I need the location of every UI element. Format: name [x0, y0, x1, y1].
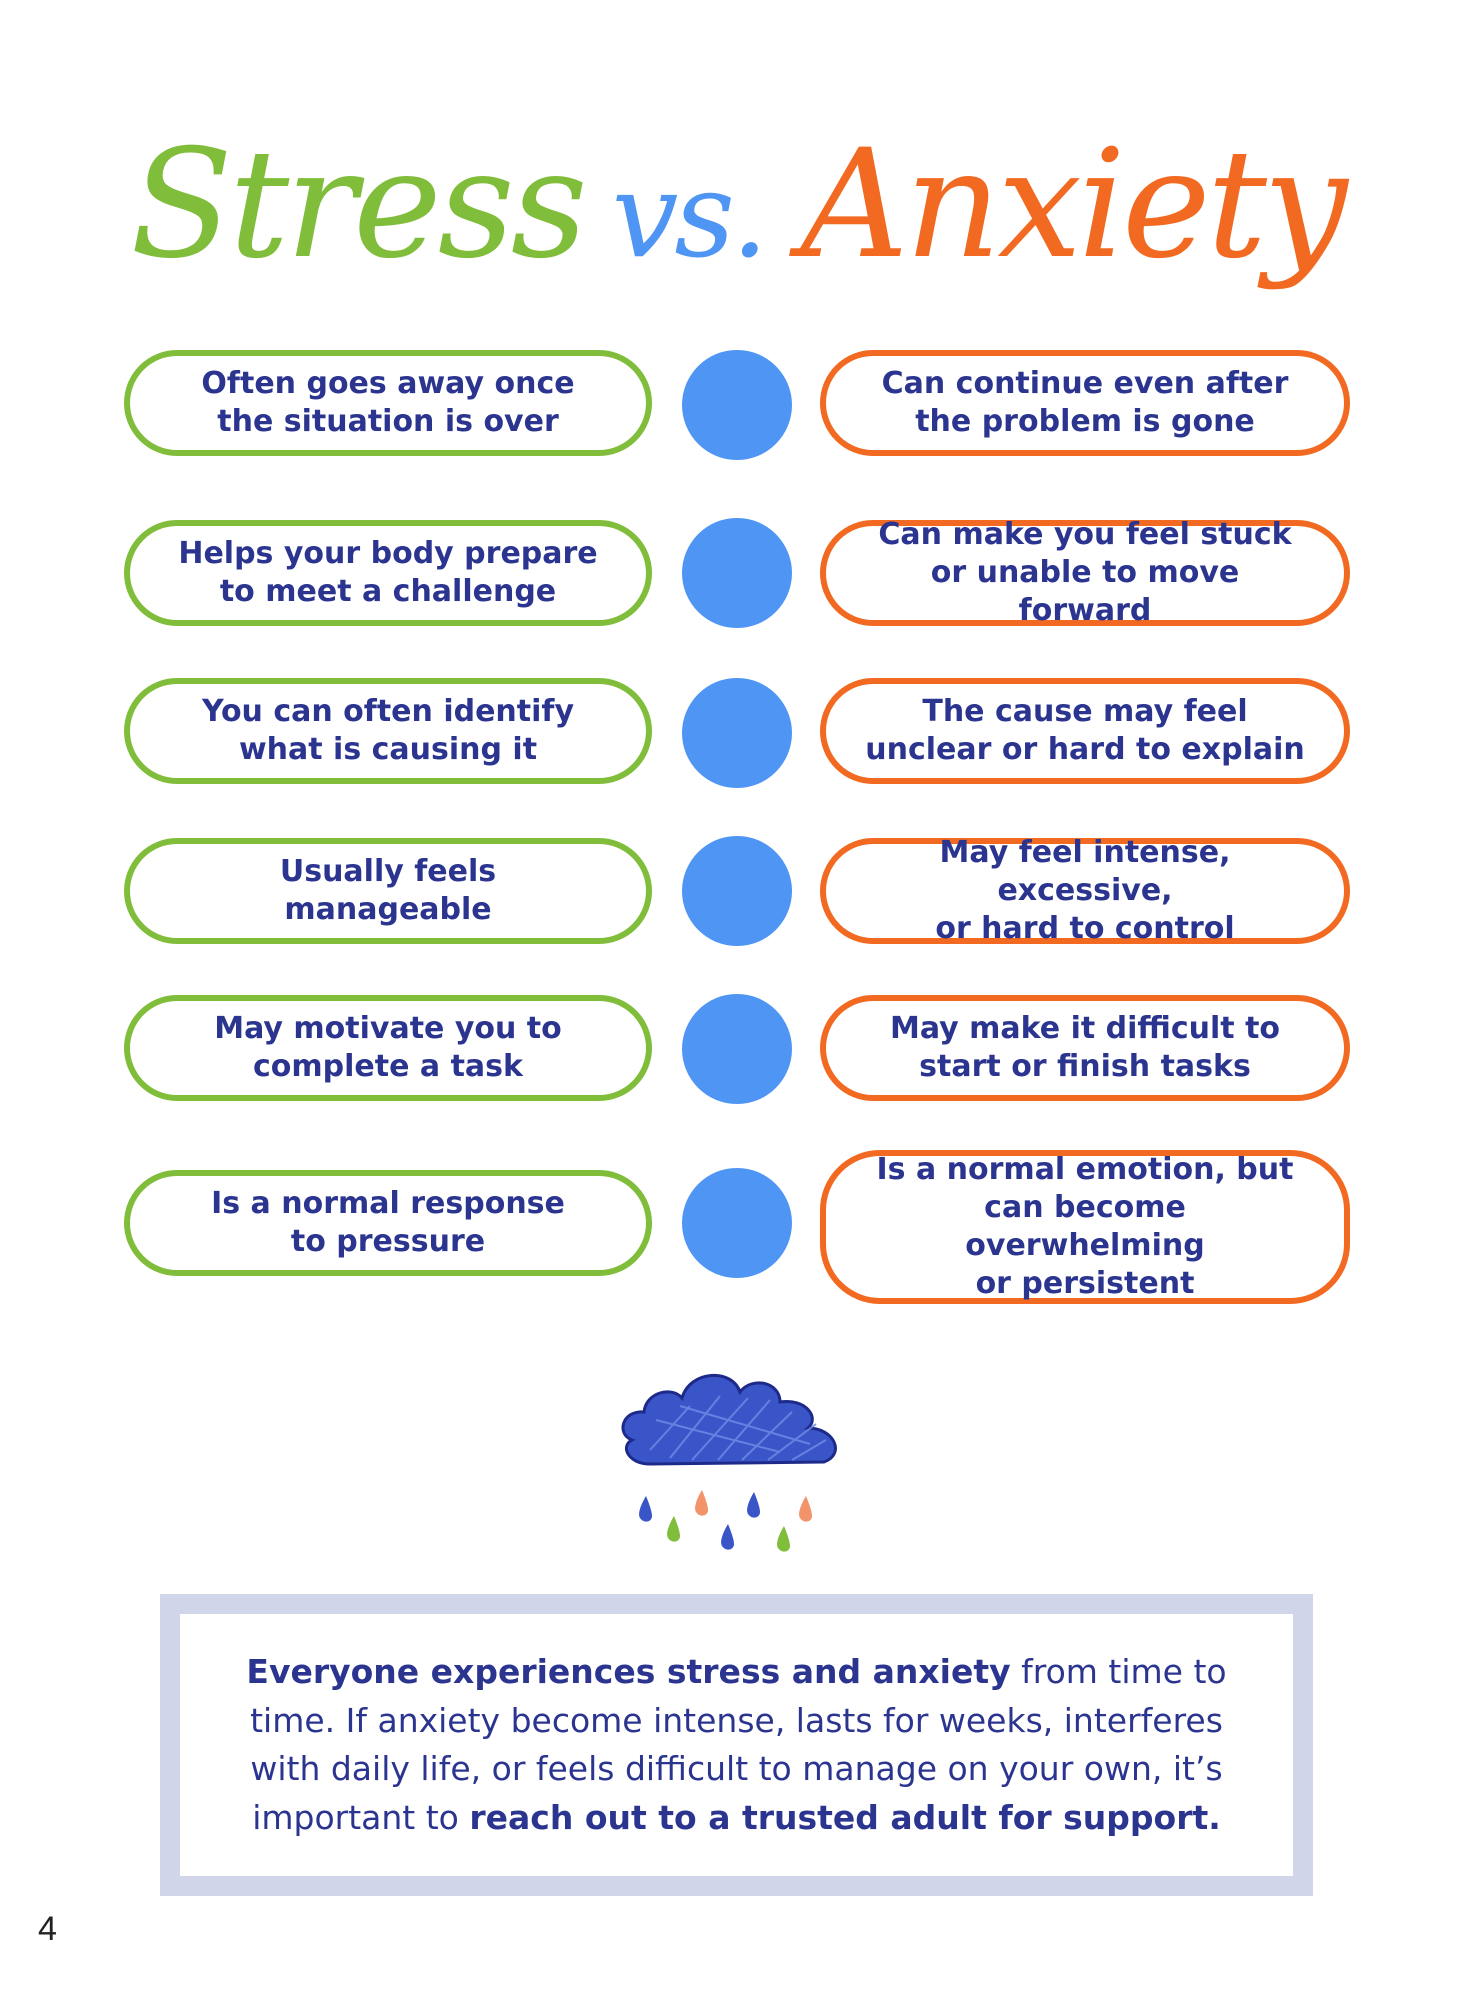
anxiety-card-line: Can make you feel stuck: [878, 517, 1292, 552]
connector-dot: [682, 678, 792, 788]
stress-card-line: the situation is over: [217, 404, 559, 439]
anxiety-card-line: Is a normal emotion, but: [876, 1152, 1294, 1187]
stress-card-line: Helps your body prepare: [178, 536, 598, 571]
anxiety-card-line: unclear or hard to explain: [865, 732, 1305, 767]
note-bold-start: Everyone experiences stress and anxiety: [246, 1652, 1011, 1691]
anxiety-card-line: The cause may feel: [922, 694, 1248, 729]
support-note: Everyone experiences stress and anxiety …: [160, 1594, 1313, 1896]
anxiety-card-line: the problem is gone: [915, 404, 1255, 439]
connector-dot: [682, 1168, 792, 1278]
connector-dot: [682, 350, 792, 460]
note-bold-end: reach out to a trusted adult for support…: [469, 1797, 1221, 1837]
note-text: from time to time. If anxiety become int…: [250, 1652, 1227, 1837]
stress-card-line: what is causing it: [238, 732, 538, 767]
title-vs: vs.: [611, 146, 769, 284]
connector-dot: [682, 836, 792, 946]
page-number: 4: [38, 1910, 57, 1948]
anxiety-card-line: or persistent: [975, 1266, 1195, 1301]
rain-cloud-icon: [620, 1340, 860, 1560]
anxiety-card-line: or unable to move forward: [930, 555, 1240, 628]
anxiety-card-line: May feel intense, excessive,: [939, 835, 1231, 908]
anxiety-card-line: or hard to control: [935, 911, 1235, 946]
stress-card-line: You can often identify: [201, 694, 575, 729]
stress-card-line: Is a normal response: [211, 1186, 565, 1221]
stress-card-line: Often goes away once: [201, 366, 575, 401]
stress-card-line: to pressure: [290, 1224, 486, 1259]
title-anxiety: Anxiety: [800, 118, 1347, 292]
anxiety-card-line: start or finish tasks: [919, 1049, 1251, 1084]
connector-dot: [682, 994, 792, 1104]
stress-card-line: manageable: [284, 892, 492, 927]
anxiety-card-line: May make it difficult to: [889, 1011, 1281, 1046]
stress-card-line: May motivate you to: [214, 1011, 562, 1046]
support-note-body: Everyone experiences stress and anxiety …: [180, 1614, 1293, 1876]
anxiety-card-line: Can continue even after: [881, 366, 1289, 401]
anxiety-card-line: can become overwhelming: [965, 1190, 1205, 1263]
anxiety-card: May feel intense, excessive,or hard to c…: [820, 835, 1350, 946]
stress-card-line: Usually feels: [279, 854, 497, 889]
title-stress: Stress: [130, 118, 587, 292]
stress-card-line: complete a task: [253, 1049, 523, 1084]
stress-card-line: to meet a challenge: [219, 574, 557, 609]
connector-dot: [682, 518, 792, 628]
